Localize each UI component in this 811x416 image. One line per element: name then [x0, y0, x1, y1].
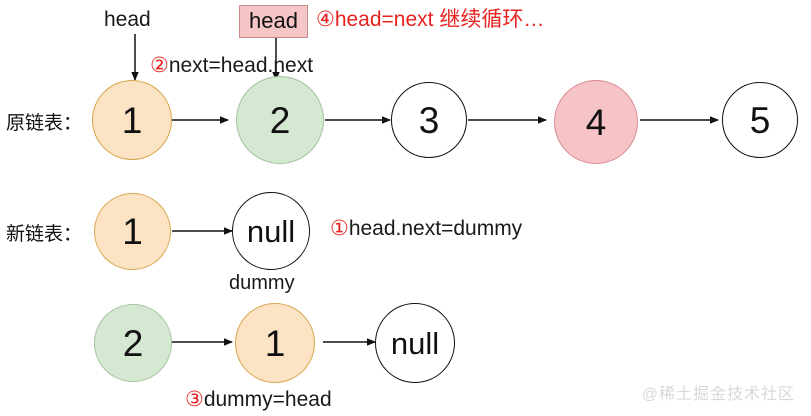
- row-label-new-list: 新链表：: [6, 224, 83, 245]
- annotation-step-3: ③dummy=head: [185, 389, 332, 410]
- node-original-3[interactable]: 3: [391, 82, 467, 158]
- annotation-text-3: dummy=head: [203, 388, 332, 411]
- node-original-1[interactable]: 1: [92, 80, 172, 160]
- annotation-step-4: ④head=next 继续循环…: [316, 9, 544, 30]
- annotation-marker-4: ④: [316, 8, 335, 31]
- node-new-null[interactable]: null: [232, 192, 310, 270]
- node-new-1[interactable]: 1: [94, 193, 171, 270]
- node-original-5[interactable]: 5: [722, 82, 798, 158]
- annotation-step-1: ①head.next=dummy: [330, 218, 522, 239]
- node-new2-2[interactable]: 2: [94, 304, 172, 382]
- annotation-text-2: next=head.next: [168, 54, 314, 77]
- annotation-step-2: ②next=head.next: [150, 55, 313, 76]
- annotation-marker-1: ①: [330, 217, 349, 240]
- dummy-label: dummy: [229, 272, 295, 294]
- annotation-text-4: head=next 继续循环…: [334, 8, 545, 31]
- annotation-marker-3: ③: [185, 388, 204, 411]
- node-original-2[interactable]: 2: [236, 76, 324, 164]
- node-new2-null[interactable]: null: [375, 303, 455, 383]
- watermark: @稀土掘金技术社区: [641, 386, 795, 403]
- head-label-boxed: head: [239, 5, 308, 39]
- head-label-plain: head: [104, 8, 151, 31]
- node-new2-1[interactable]: 1: [235, 303, 315, 383]
- annotation-text-1: head.next=dummy: [348, 217, 523, 240]
- row-label-original-list: 原链表：: [6, 113, 83, 134]
- node-original-4[interactable]: 4: [554, 80, 638, 164]
- annotation-marker-2: ②: [150, 54, 169, 77]
